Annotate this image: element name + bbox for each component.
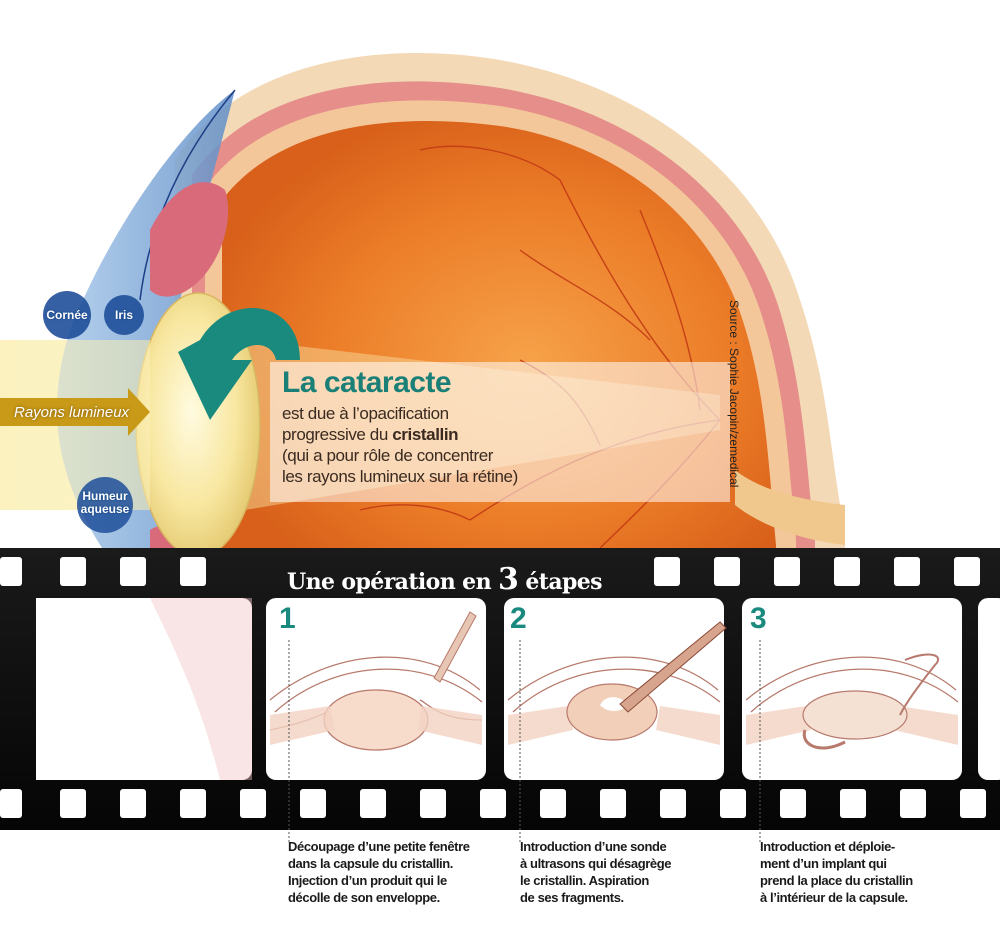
step-3-caption-line: à l’intérieur de la capsule.: [760, 890, 908, 905]
step-3-caption-line: prend la place du cristallin: [760, 873, 913, 888]
iris-label: Iris: [114, 308, 133, 322]
cornea-label: Cornée: [46, 308, 88, 322]
step-2-caption-line: le cristallin. Aspiration: [520, 873, 649, 888]
headline-line-2: progressive du cristallin: [282, 424, 542, 445]
light-rays-label: Rayons lumineux: [14, 404, 130, 421]
step-1-caption-line: dans la capsule du cristallin.: [288, 856, 454, 871]
aqueous-humor-label-line1: Humeur: [82, 489, 128, 503]
headline-line-4: les rayons lumineux sur la rétine): [282, 467, 518, 486]
step-1-caption-line: Découpage d’une petite fenêtre: [288, 839, 470, 854]
headline-line-1: est due à l’opacification: [282, 404, 449, 423]
headline-line-2-bold: cristallin: [392, 425, 459, 444]
step-1-caption-line: décolle de son enveloppe.: [288, 890, 440, 905]
step-1-caption-line: Injection d’un produit qui le: [288, 873, 447, 888]
headline-line-3: (qui a pour rôle de concentrer: [282, 446, 494, 465]
step-3-caption-line: Introduction et déploie-: [760, 839, 895, 854]
steps-title-number: 3: [498, 562, 519, 597]
step-2-caption-line: Introduction d’une sonde: [520, 839, 667, 854]
steps-title-pre: Une opération en: [287, 569, 499, 595]
step-2-caption-line: à ultrasons qui désagrège: [520, 856, 672, 871]
aqueous-humor-label: Humeur aqueuse: [72, 490, 138, 516]
steps-title-post: étapes: [518, 569, 602, 595]
steps-title: Une opération en 3 étapes: [287, 562, 603, 597]
source-credit: Source : Sophie Jacopin/zemedical: [727, 300, 741, 488]
step-3-number: 3: [750, 602, 767, 635]
step-3-caption-line: ment d’un implant qui: [760, 856, 887, 871]
headline-description: est due à l’opacification progressive du…: [282, 403, 542, 487]
step-1-number: 1: [279, 602, 296, 635]
step-2-caption: Introduction d’une sonde à ultrasons qui…: [520, 838, 672, 906]
step-3-caption: Introduction et déploie- ment d’un impla…: [760, 838, 913, 906]
headline-line-2-text: progressive du: [282, 425, 393, 444]
step-2-caption-line: de ses fragments.: [520, 890, 624, 905]
headline-title: La cataracte: [282, 366, 452, 399]
step-1-caption: Découpage d’une petite fenêtre dans la c…: [288, 838, 470, 906]
aqueous-humor-label-line2: aqueuse: [80, 502, 130, 516]
step-2-number: 2: [510, 602, 527, 635]
